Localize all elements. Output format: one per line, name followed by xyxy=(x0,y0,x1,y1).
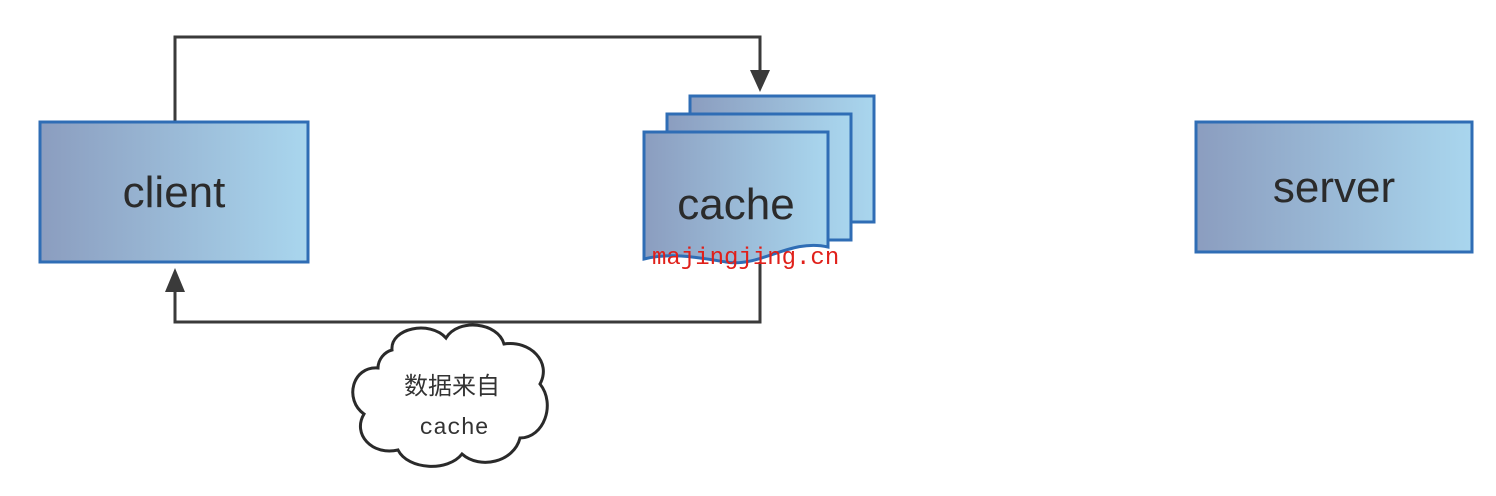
arrowhead-down-icon xyxy=(750,70,770,92)
cloud-shape xyxy=(351,323,549,468)
cache-label: cache xyxy=(677,180,794,229)
cache-page-front xyxy=(642,130,830,265)
server-label: server xyxy=(1273,163,1395,212)
watermark-text: majingjing.cn xyxy=(652,245,839,272)
arrowhead-up-icon xyxy=(165,268,185,292)
client-node: client xyxy=(38,120,310,264)
cloud-text-line1: 数据来自 xyxy=(404,372,500,400)
request-arrow xyxy=(173,35,770,122)
cloud-note: 数据来自 cache xyxy=(351,323,549,468)
server-node: server xyxy=(1194,120,1474,254)
response-arrow xyxy=(165,262,762,324)
cloud-text-line2: cache xyxy=(419,415,488,441)
cache-node: cache xyxy=(642,94,876,265)
client-label: client xyxy=(123,168,226,217)
